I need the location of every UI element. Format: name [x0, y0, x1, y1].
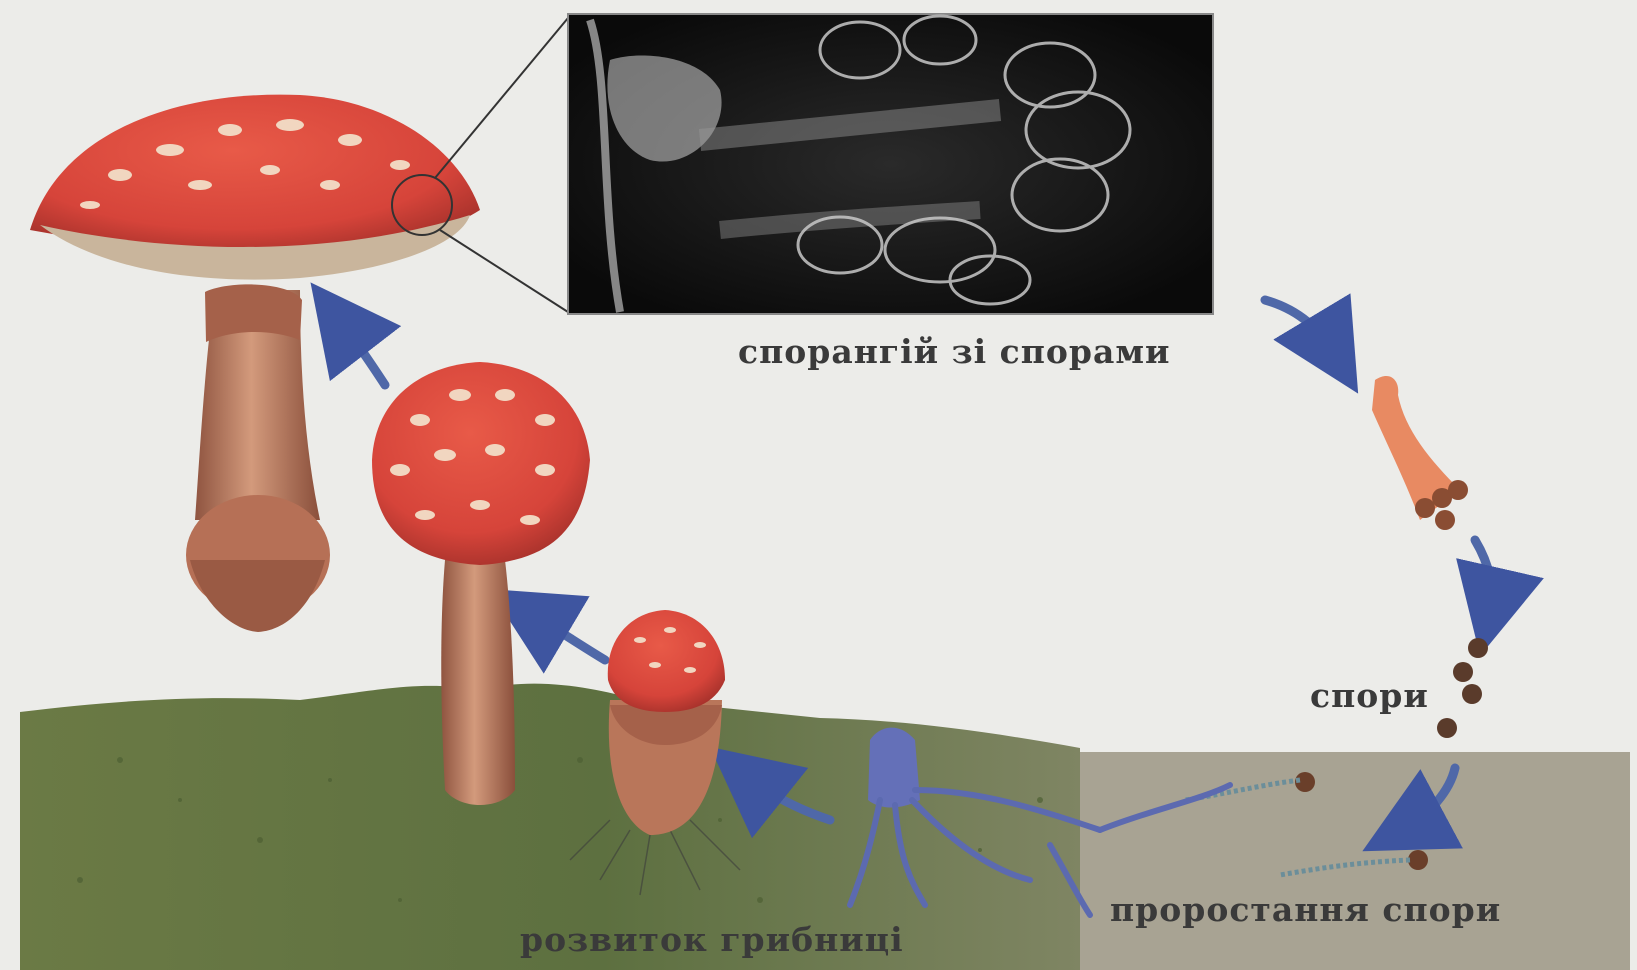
arrow-curved-icon	[528, 612, 605, 660]
mature-mushroom	[30, 95, 480, 632]
spore-germination-label: проростання спори	[1110, 890, 1501, 929]
arrow-curved-icon	[1475, 540, 1492, 612]
arrow-curved-icon	[1265, 300, 1335, 355]
sporangium-label: спорангій зі спорами	[738, 332, 1171, 371]
zoom-line-top	[435, 18, 568, 178]
basidium	[1372, 376, 1468, 530]
free-spores	[1437, 638, 1488, 738]
arrow-curved-icon	[338, 318, 385, 385]
zoom-line-bottom	[440, 230, 568, 312]
sporangium-micrograph	[568, 14, 1213, 314]
spores-label: спори	[1310, 676, 1429, 715]
mycelium-development-label: розвиток грибниці	[520, 920, 904, 959]
